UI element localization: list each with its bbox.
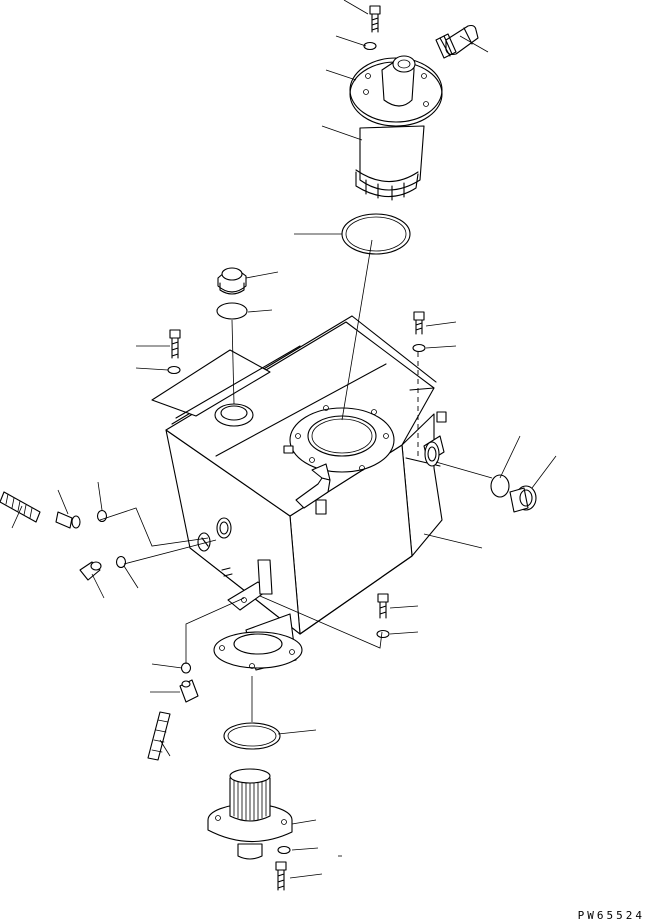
drain-plug — [510, 486, 536, 512]
bottom-washer — [278, 847, 290, 854]
bottom-elbow-fitting — [180, 680, 198, 702]
assembly-lines — [100, 240, 492, 722]
filler-gasket — [217, 303, 247, 319]
top-washer — [364, 43, 376, 50]
bottom-bracket — [222, 560, 272, 610]
callout-leaders — [12, 0, 556, 878]
level-gauge — [424, 412, 446, 466]
small-plug-left — [98, 511, 107, 522]
elbow-fitting-left — [56, 512, 80, 528]
filter-cover — [350, 56, 442, 200]
suction-strainer — [208, 769, 292, 859]
small-plug-lower — [117, 557, 126, 568]
upper-right-bolt — [414, 312, 424, 334]
filter-mount-ring — [284, 406, 394, 473]
breather-cap — [436, 26, 478, 59]
filler-neck — [215, 404, 253, 426]
small-plug-bottom — [182, 663, 191, 673]
suction-o-ring — [224, 723, 280, 749]
elbow-fitting-lower — [80, 562, 101, 580]
upper-right-washer — [413, 345, 425, 352]
plug-o-ring — [491, 475, 509, 497]
suction-flange — [214, 614, 302, 670]
upper-left-bolt — [170, 330, 180, 358]
top-bolt — [370, 6, 380, 32]
drawing-reference-code: PW65524 — [577, 909, 645, 922]
bottom-bolt — [276, 862, 286, 890]
upper-left-washer — [168, 367, 180, 374]
lower-right-washer — [377, 631, 389, 638]
filter-o-ring — [342, 214, 410, 254]
lifting-bracket — [296, 464, 330, 514]
bottom-hose-fitting — [148, 712, 170, 760]
filler-cap — [218, 268, 246, 294]
lower-right-bolt — [378, 594, 388, 618]
hose-fitting-left — [0, 492, 40, 522]
tank-body — [152, 316, 442, 634]
side-ports — [198, 518, 231, 551]
